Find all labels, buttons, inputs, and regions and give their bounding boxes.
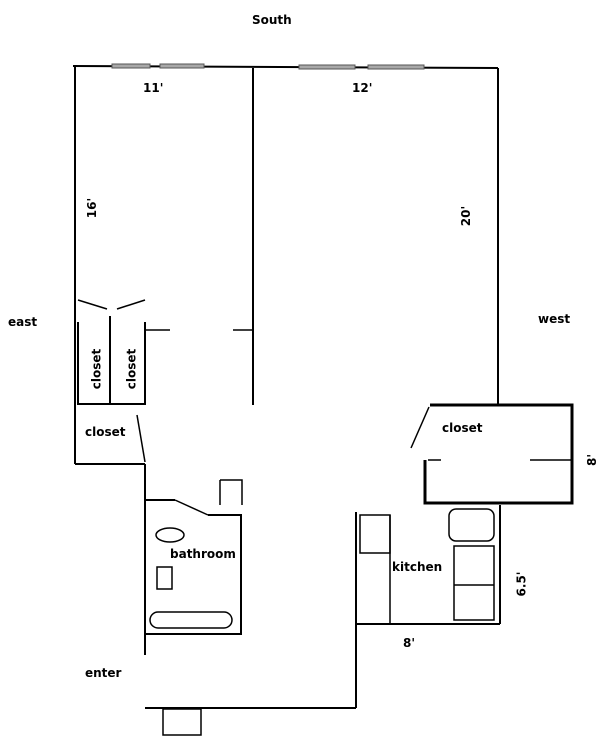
dimension-closet-depth: 8' [585, 453, 600, 467]
closet-frame [77, 322, 146, 405]
closet-3-door [136, 414, 146, 463]
east-closets [74, 299, 253, 464]
west-label: west [538, 312, 571, 326]
bathroom-door [174, 499, 209, 516]
enter-label: enter [85, 666, 122, 680]
bathroom-wall [145, 514, 242, 635]
west-closet-door [410, 406, 430, 449]
dimension-kitchen-width: 8' [403, 636, 416, 650]
window [298, 64, 356, 70]
kitchen-sink-icon [448, 508, 495, 542]
windows [111, 63, 425, 70]
entry-step [162, 708, 202, 736]
south-label: South [252, 13, 292, 27]
closet-door [116, 299, 146, 310]
bathroom-label: bathroom [170, 547, 236, 561]
west-closet [410, 403, 574, 505]
dimension-left-depth: 16' [85, 197, 100, 219]
window [111, 63, 151, 69]
stove-icon [453, 545, 495, 621]
dimension-right-depth: 20' [459, 205, 474, 227]
sink-icon [155, 527, 185, 543]
walls [72, 65, 501, 709]
closet-label-4: closet [442, 421, 483, 435]
window [367, 64, 425, 70]
east-label: east [8, 315, 38, 329]
closet-label-2: closet [124, 348, 139, 390]
closet-label-3: closet [85, 425, 126, 439]
closet-door [77, 299, 108, 310]
dimension-left-width: 11' [143, 81, 164, 95]
dimension-right-width: 12' [352, 81, 373, 95]
bathtub-icon [149, 611, 233, 629]
bathroom-partition [220, 479, 243, 505]
dimension-kitchen-depth: 6.5' [514, 571, 529, 597]
closet-label-1: closet [89, 348, 104, 390]
bathroom-fixtures [145, 479, 243, 635]
west-closet-box [423, 403, 574, 505]
kitchen-fixtures [359, 508, 495, 624]
window [159, 63, 205, 69]
toilet-icon [156, 566, 173, 590]
fridge-icon [359, 514, 391, 554]
kitchen-label: kitchen [392, 560, 443, 574]
